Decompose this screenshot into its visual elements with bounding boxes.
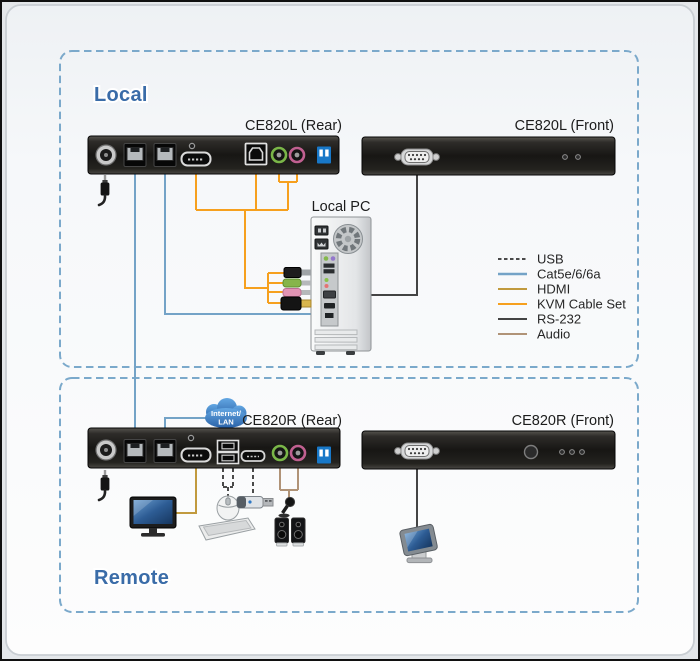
device-ce820r-rear: CE820R (Rear) (87, 413, 342, 502)
dip-switch (317, 146, 331, 164)
usb-plug (283, 267, 302, 278)
ce820r-front-panel (361, 430, 616, 470)
svg-text:KVM Cable Set: KVM Cable Set (537, 297, 626, 312)
rj45-lan-port (153, 143, 177, 167)
svg-text:Audio: Audio (537, 327, 570, 342)
cloud-text-line2: LAN (218, 418, 234, 427)
hdmi-plug (280, 296, 302, 311)
usb-a-port-top (216, 439, 240, 453)
remote-mouse (216, 495, 240, 521)
hdmi-out-port (240, 450, 266, 462)
svg-text:HDMI: HDMI (537, 282, 570, 297)
ps2-keyboard-port (330, 256, 336, 261)
legend-row-hdmi: HDMI (498, 282, 570, 297)
grounding-screw (188, 142, 196, 150)
power-jack-port (95, 439, 117, 461)
device-ce820l-rear: CE820L (Rear) (87, 118, 342, 207)
legend: USB Cat5e/6/6a HDMI KVM Cable Set RS-232… (498, 252, 626, 342)
audio-pink-plug (282, 288, 302, 297)
legend-row-usb: USB (498, 252, 564, 267)
svg-text:Cat5e/6/6a: Cat5e/6/6a (537, 267, 601, 282)
pc-audio-out (324, 278, 329, 282)
cables (134, 174, 418, 527)
rj45-link-port (123, 143, 147, 167)
pc-serial-port (323, 290, 336, 299)
mic-in-jack (289, 444, 307, 462)
ce820r-rear-label: CE820R (Rear) (242, 413, 342, 429)
remote-section-box (59, 377, 639, 613)
ce820l-rear-label: CE820L (Rear) (245, 118, 342, 134)
hdmi-port (180, 151, 212, 167)
ce820l-front-label: CE820L (Front) (515, 118, 614, 134)
remote-keyboard (198, 517, 256, 541)
local-pc: Local PC (280, 199, 372, 355)
device-ce820r-front: CE820R (Front) (361, 413, 616, 470)
usb-cables-remote (222, 468, 254, 500)
status-led (569, 449, 575, 455)
cloud-icon (205, 398, 247, 428)
usb-flash-drive (236, 496, 274, 509)
remote-section-label: Remote (94, 567, 169, 589)
pc-usb-port (325, 313, 334, 318)
rj45-lan-port (153, 439, 177, 463)
dip-switch (317, 446, 331, 464)
cloud-text-line1: Internet/ (211, 409, 242, 418)
remote-monitor (129, 496, 177, 537)
status-led (562, 154, 568, 160)
ce820l-front-panel (361, 136, 616, 176)
power-jack-port (95, 144, 117, 166)
hdmi-port (180, 447, 212, 463)
ps2-mouse-port (323, 256, 329, 261)
audio-out-jack (270, 146, 288, 164)
svg-text:USB: USB (537, 252, 564, 267)
legend-row-kvm: KVM Cable Set (498, 297, 626, 312)
usb-b-port (244, 142, 268, 166)
mic-in-jack (288, 146, 306, 164)
local-section-box (59, 50, 639, 368)
ce820r-front-label: CE820R (Front) (512, 413, 614, 429)
ce820l-rear-panel (87, 135, 340, 175)
internet-lan-cloud: Internet/ LAN (205, 398, 247, 428)
pc-mic-in (324, 284, 329, 288)
rj45-link-port (123, 439, 147, 463)
pc-vent (314, 329, 358, 336)
status-led (559, 449, 565, 455)
lan-to-cloud-cable (164, 417, 207, 428)
legend-row-audio: Audio (498, 327, 570, 342)
legend-row-rs232: RS-232 (498, 312, 581, 327)
microphone (278, 496, 296, 518)
status-led (579, 449, 585, 455)
hdmi-cable-remote (176, 468, 197, 514)
front-button (523, 444, 539, 460)
audio-out-jack (271, 444, 289, 462)
pc-hdmi-port (324, 303, 335, 309)
svg-text:RS-232: RS-232 (537, 312, 581, 327)
pc-usb-ports (323, 263, 335, 268)
local-section-label: Local (94, 84, 148, 106)
grounding-screw (187, 434, 195, 442)
audio-cables-remote (279, 468, 299, 500)
pc-power-inlet (314, 225, 329, 236)
status-led (575, 154, 581, 160)
touch-panel-device (399, 523, 438, 564)
kvm-cable-set (195, 174, 298, 304)
device-ce820l-front: CE820L (Front) (361, 118, 616, 176)
local-pc-label: Local PC (312, 199, 371, 215)
usb-a-port-bottom (216, 451, 240, 465)
audio-green-plug (282, 278, 302, 288)
legend-row-cat5e: Cat5e/6/6a (498, 267, 601, 282)
speakers (274, 517, 306, 547)
lan-to-pc-cable (164, 174, 311, 315)
